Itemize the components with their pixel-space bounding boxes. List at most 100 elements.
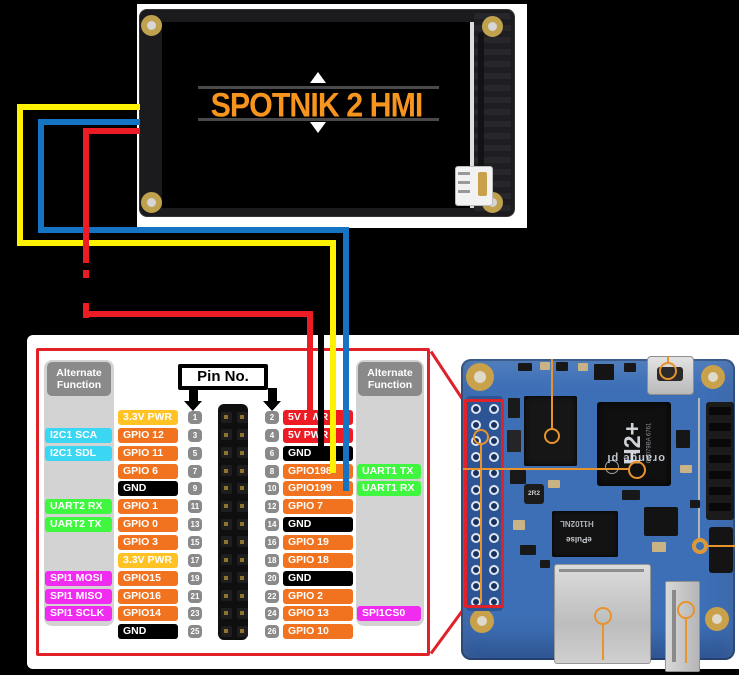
header-pin bbox=[220, 465, 232, 477]
header-pin-contact bbox=[224, 522, 228, 527]
header-pin bbox=[236, 411, 248, 423]
down-arrow-icon bbox=[310, 122, 326, 133]
left-alt-function: SPI1 MISO bbox=[45, 588, 112, 604]
gpio-through-hole bbox=[470, 500, 481, 511]
smd-component bbox=[518, 363, 532, 371]
flash-chip bbox=[644, 507, 678, 536]
smd-component bbox=[680, 465, 692, 473]
gpio-through-hole bbox=[470, 484, 481, 495]
yellow-wire-segment bbox=[17, 240, 336, 246]
header-pin-contact bbox=[224, 415, 228, 419]
right-alt-function: UART1 RX bbox=[357, 481, 421, 497]
smd-component bbox=[520, 545, 536, 555]
gpio-through-hole bbox=[470, 532, 481, 543]
header-pin-contact bbox=[224, 432, 228, 437]
pin-no-arrow-shaft bbox=[268, 388, 277, 401]
left-pin-label: GPIO 12 bbox=[118, 427, 178, 443]
header-pin-contact bbox=[224, 557, 228, 562]
left-pin-number: 11 bbox=[188, 500, 202, 514]
gpio-through-hole bbox=[470, 548, 481, 559]
side-header-pin bbox=[709, 423, 731, 431]
alt-header-line1: Alternate bbox=[56, 367, 102, 379]
side-header-pin bbox=[709, 439, 731, 447]
header-pin-contact bbox=[240, 522, 244, 527]
header-pin bbox=[220, 554, 232, 566]
yellow-wire-segment bbox=[20, 104, 140, 110]
serial-connector-pin bbox=[458, 190, 470, 193]
screw-hole bbox=[482, 16, 503, 37]
right-pin-number: 6 bbox=[265, 446, 279, 460]
smd-component bbox=[676, 430, 690, 448]
header-pin bbox=[220, 447, 232, 459]
smd-component bbox=[548, 480, 560, 488]
header-pin bbox=[220, 607, 232, 619]
left-pin-number: 9 bbox=[188, 482, 202, 496]
mounting-hole bbox=[701, 365, 725, 389]
screen-title: SPOTNIK 2 HMI bbox=[210, 85, 424, 125]
header-pin bbox=[236, 465, 248, 477]
left-pin-label: GPIO 6 bbox=[118, 463, 178, 479]
power-inductor: 2R2 bbox=[524, 484, 544, 504]
black-wire-segment bbox=[318, 246, 324, 457]
right-pin-label: GPIO 7 bbox=[283, 499, 353, 515]
right-alt-function: UART1 TX bbox=[357, 463, 421, 479]
annotation-circle bbox=[594, 607, 612, 625]
header-pin bbox=[220, 500, 232, 512]
smd-component bbox=[540, 560, 550, 568]
right-pin-label: GPIO 10 bbox=[283, 624, 353, 640]
screw-hole bbox=[141, 15, 162, 36]
right-pin-label: GPIO199 bbox=[283, 481, 353, 497]
header-pin bbox=[236, 625, 248, 637]
left-pin-number: 1 bbox=[188, 411, 202, 424]
header-pin-contact bbox=[224, 504, 228, 509]
mounting-hole bbox=[705, 607, 729, 631]
gpio-through-hole bbox=[488, 420, 499, 431]
left-pin-number: 19 bbox=[188, 571, 202, 585]
mounting-hole bbox=[470, 609, 494, 633]
ethernet-jack-seam bbox=[559, 569, 644, 572]
gpio-through-hole bbox=[488, 404, 499, 414]
left-pin-number: 5 bbox=[188, 446, 202, 460]
smd-component bbox=[594, 364, 614, 380]
header-pin-contact bbox=[224, 593, 228, 598]
usb-a-slot bbox=[672, 590, 676, 662]
left-alt-column bbox=[44, 360, 114, 626]
left-pin-label: GPIO 1 bbox=[118, 499, 178, 515]
header-pin bbox=[236, 572, 248, 584]
header-pin-contact bbox=[240, 593, 244, 598]
header-pin-contact bbox=[240, 486, 244, 491]
header-pin-contact bbox=[240, 504, 244, 509]
gpio-through-hole bbox=[488, 500, 499, 511]
serial-connector-pin bbox=[458, 172, 470, 175]
header-pin-contact bbox=[224, 486, 228, 491]
usb-a-port bbox=[665, 581, 700, 672]
blue-wire-segment bbox=[343, 227, 349, 491]
annotation-circle bbox=[544, 428, 560, 444]
right-pin-label: GND bbox=[283, 517, 353, 533]
left-pin-number: 25 bbox=[188, 625, 202, 639]
eth-brand-label: ePulse bbox=[566, 535, 592, 544]
header-pin bbox=[236, 518, 248, 530]
header-pin-contact bbox=[240, 611, 244, 616]
left-pin-number: 21 bbox=[188, 589, 202, 603]
annotation-circle bbox=[628, 461, 646, 479]
right-pin-number: 20 bbox=[265, 571, 279, 585]
gpio-through-hole bbox=[488, 484, 499, 495]
gpio-through-hole bbox=[488, 565, 499, 575]
gpio-through-hole bbox=[470, 404, 481, 414]
gpio-through-hole bbox=[470, 452, 481, 463]
right-pin-number: 16 bbox=[265, 535, 279, 549]
right-alt-function: SPI1CS0 bbox=[357, 606, 421, 622]
header-pin bbox=[236, 447, 248, 459]
header-pin bbox=[220, 536, 232, 548]
header-pin bbox=[236, 607, 248, 619]
pin-no-arrow-head bbox=[184, 401, 202, 411]
pin-no-arrow-head bbox=[263, 401, 281, 411]
left-alt-header: Alternate Function bbox=[47, 362, 111, 396]
red-wire-segment bbox=[83, 128, 140, 134]
header-pin bbox=[220, 411, 232, 423]
annotation-line bbox=[685, 619, 687, 663]
header-pin-contact bbox=[224, 611, 228, 616]
annotation-line bbox=[480, 445, 482, 603]
